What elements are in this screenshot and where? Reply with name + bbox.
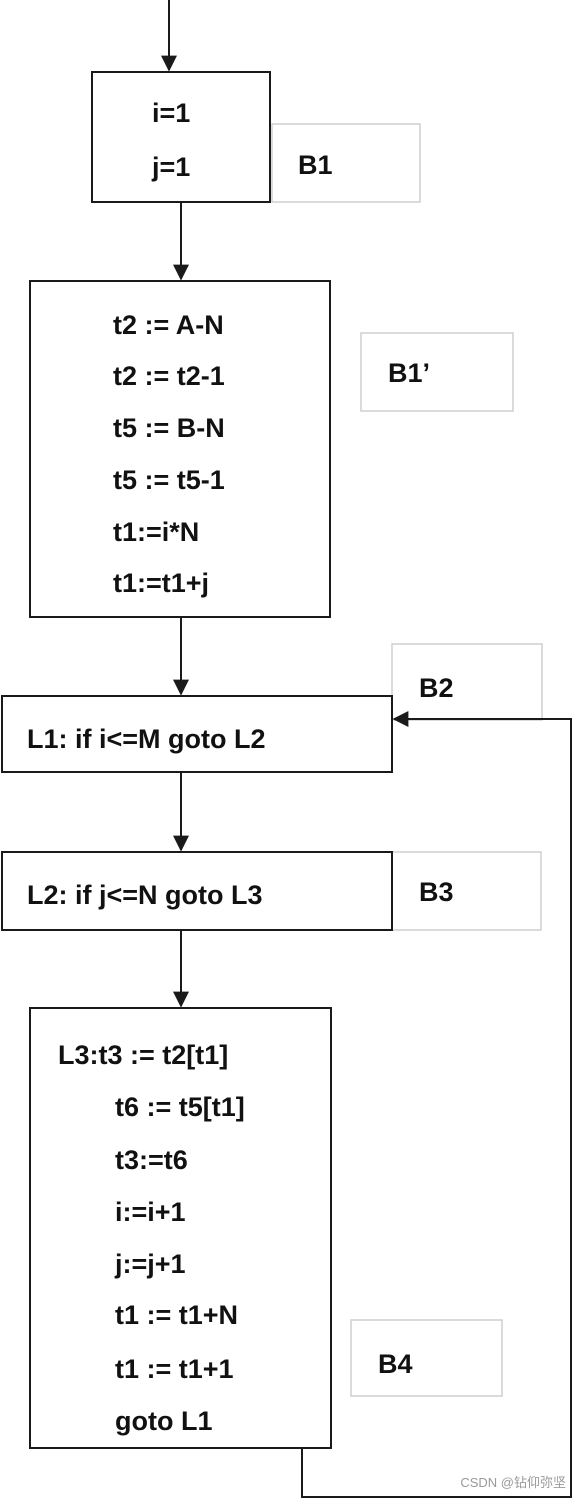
watermark: CSDN @钻仰弥坚 bbox=[460, 1475, 566, 1490]
b4-line-3: t3:=t6 bbox=[115, 1145, 188, 1175]
edge-b4-b2-loop bbox=[301, 711, 572, 1498]
b4-line-8: goto L1 bbox=[115, 1406, 212, 1436]
b1p-line-3: t5 := B-N bbox=[113, 413, 225, 443]
b1p-line-1: t2 := A-N bbox=[113, 310, 224, 340]
block-b1-prime bbox=[29, 280, 331, 618]
b3-label-box bbox=[391, 851, 542, 931]
b4-line-5: j:=j+1 bbox=[114, 1249, 186, 1279]
b4-line-6: t1 := t1+N bbox=[115, 1300, 238, 1330]
b4-line-4: i:=i+1 bbox=[115, 1197, 186, 1227]
block-b1 bbox=[91, 71, 271, 203]
block-b3 bbox=[1, 851, 393, 931]
b1-label: B1 bbox=[298, 150, 333, 180]
b4-label-box bbox=[350, 1319, 503, 1397]
b2-line-1: L1: if i<=M goto L2 bbox=[27, 724, 266, 754]
b1p-label: B1’ bbox=[388, 358, 430, 388]
b1p-line-5: t1:=i*N bbox=[113, 517, 199, 547]
b1-line-2: j=1 bbox=[151, 152, 190, 182]
block-b4 bbox=[29, 1007, 332, 1449]
b1-label-box bbox=[271, 123, 421, 203]
b2-label-box bbox=[391, 643, 543, 721]
b4-line-7: t1 := t1+1 bbox=[115, 1354, 234, 1384]
b4-line-1: L3:t3 := t2[t1] bbox=[58, 1040, 228, 1070]
b1p-line-6: t1:=t1+j bbox=[113, 568, 209, 598]
b2-label: B2 bbox=[419, 673, 454, 703]
b1-line-1: i=1 bbox=[152, 98, 190, 128]
b1p-label-box bbox=[360, 332, 514, 412]
b3-line-1: L2: if j<=N goto L3 bbox=[27, 880, 263, 910]
b1p-line-4: t5 := t5-1 bbox=[113, 465, 225, 495]
block-b2 bbox=[1, 695, 393, 773]
b4-line-2: t6 := t5[t1] bbox=[115, 1092, 245, 1122]
b4-label: B4 bbox=[378, 1349, 413, 1379]
b1p-line-2: t2 := t2-1 bbox=[113, 361, 225, 391]
b3-label: B3 bbox=[419, 877, 454, 907]
